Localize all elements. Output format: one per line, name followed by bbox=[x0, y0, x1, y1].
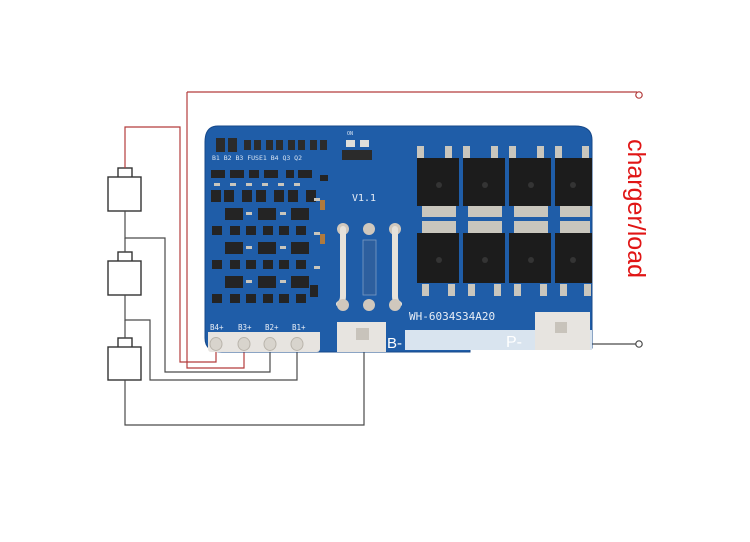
silk-top-label: B1 B2 B3 FUSE1 B4 Q3 Q2 bbox=[212, 154, 302, 162]
bms-board: B1 B2 B3 FUSE1 B4 Q3 Q2 ON bbox=[204, 125, 593, 353]
p-minus-label: P- bbox=[506, 334, 522, 351]
status-led-2 bbox=[360, 140, 369, 147]
wire-b-minus bbox=[124, 345, 365, 426]
version-label: V1.1 bbox=[352, 193, 376, 204]
tap-label-b2: B2+ bbox=[265, 323, 279, 332]
mosfet-top-row bbox=[417, 146, 592, 217]
cell-bottom bbox=[107, 337, 142, 381]
wire-b2-plus bbox=[124, 295, 298, 381]
wire-b3-plus bbox=[124, 211, 271, 373]
led-driver-chip bbox=[342, 150, 372, 160]
charger-negative-terminal bbox=[635, 340, 643, 348]
mosfet-bottom-row bbox=[417, 221, 592, 296]
model-label: WH-6034S34A20 bbox=[409, 310, 495, 323]
charger-load-label: charger/load bbox=[622, 139, 650, 278]
status-led bbox=[346, 140, 355, 147]
b-minus-pad-hole bbox=[356, 328, 369, 340]
led-label: ON bbox=[347, 131, 353, 137]
protection-ic-grid bbox=[211, 170, 328, 303]
wire-charger-positive-drop bbox=[186, 92, 245, 369]
battery-cells bbox=[107, 167, 142, 381]
wire-b4-plus bbox=[124, 126, 217, 363]
b-minus-label: B- bbox=[387, 335, 402, 352]
cell-middle bbox=[107, 251, 142, 296]
tap-label-b1: B1+ bbox=[292, 323, 306, 332]
tap-label-b4: B4+ bbox=[210, 323, 224, 332]
charger-positive-terminal bbox=[635, 91, 643, 99]
wires bbox=[124, 91, 637, 426]
tap-pads: B4+ B3+ B2+ B1+ bbox=[208, 322, 320, 352]
tap-label-b3: B3+ bbox=[238, 323, 252, 332]
top-component-row bbox=[216, 138, 327, 152]
p-minus-pad-hole bbox=[555, 322, 567, 333]
cell-top bbox=[107, 167, 142, 212]
current-shunts bbox=[336, 223, 402, 311]
